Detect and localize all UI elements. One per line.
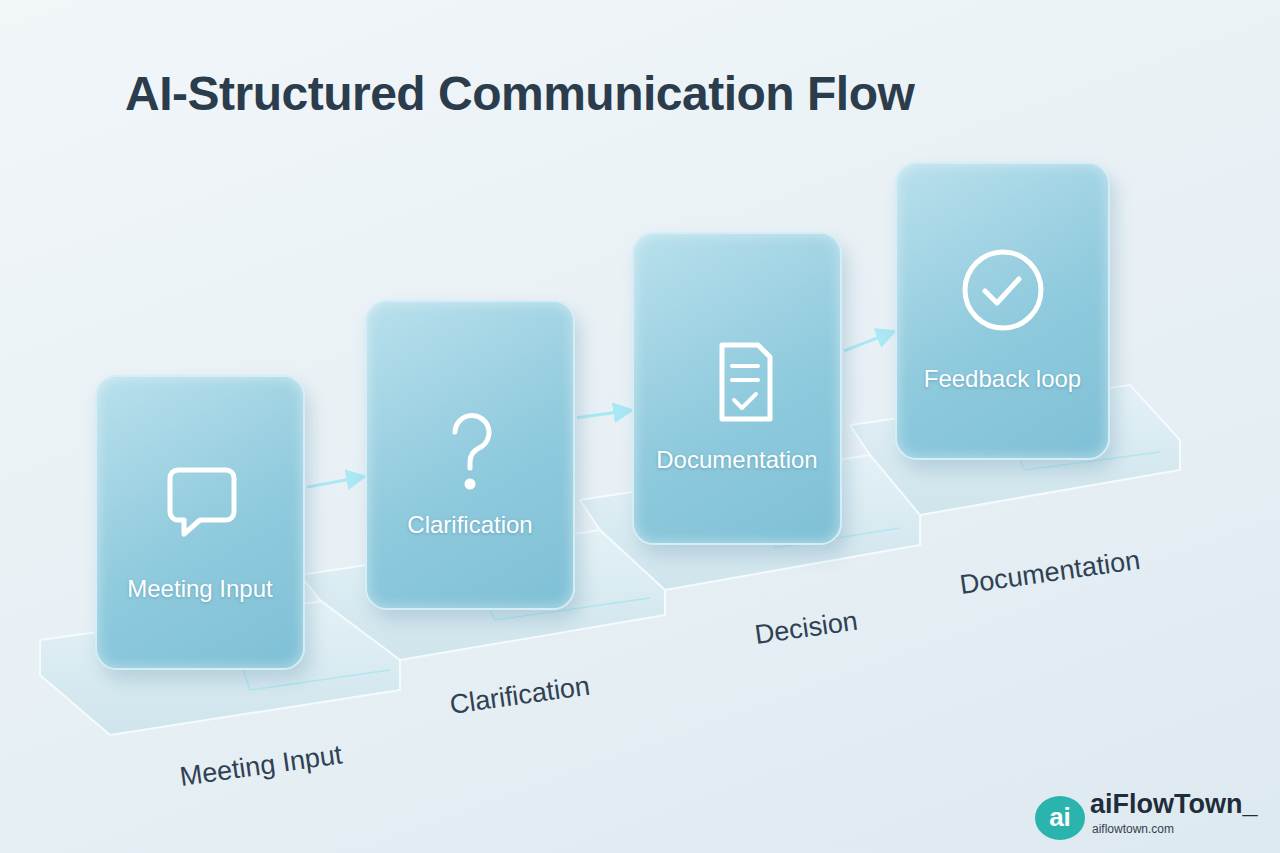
node-label: Feedback loop bbox=[897, 365, 1108, 393]
floor-label: Decision bbox=[753, 606, 860, 651]
process-tile: Clarification bbox=[365, 300, 575, 610]
document-icon bbox=[722, 345, 770, 419]
question-dot bbox=[467, 481, 473, 487]
check-mark bbox=[985, 279, 1019, 303]
process-tile: Feedback loop bbox=[895, 162, 1110, 460]
floor-label: Meeting Input bbox=[178, 739, 344, 792]
floor-label: Clarification bbox=[448, 671, 592, 721]
node-label: Meeting Input bbox=[97, 575, 303, 603]
check-circle-icon bbox=[965, 252, 1041, 328]
process-tile: Meeting Input bbox=[95, 375, 305, 670]
question-icon bbox=[455, 416, 489, 468]
diagram-title: AI-Structured Communication Flow bbox=[125, 66, 914, 121]
node-label: Documentation bbox=[634, 446, 840, 474]
watermark: aiFlowTown_ bbox=[1090, 789, 1258, 820]
node-label: ai bbox=[1035, 802, 1085, 833]
node-label: Clarification bbox=[367, 511, 573, 539]
flow-arrow bbox=[307, 477, 363, 487]
process-tile: Documentation bbox=[632, 232, 842, 545]
flow-arrow bbox=[577, 410, 630, 417]
flow-arrow bbox=[844, 332, 893, 351]
floor-label: Documentation bbox=[958, 545, 1142, 601]
logo-circle: ai bbox=[1035, 796, 1085, 840]
watermark-url: aiflowtown.com bbox=[1092, 822, 1174, 836]
document-lines bbox=[732, 366, 758, 408]
chat-icon bbox=[170, 470, 234, 534]
